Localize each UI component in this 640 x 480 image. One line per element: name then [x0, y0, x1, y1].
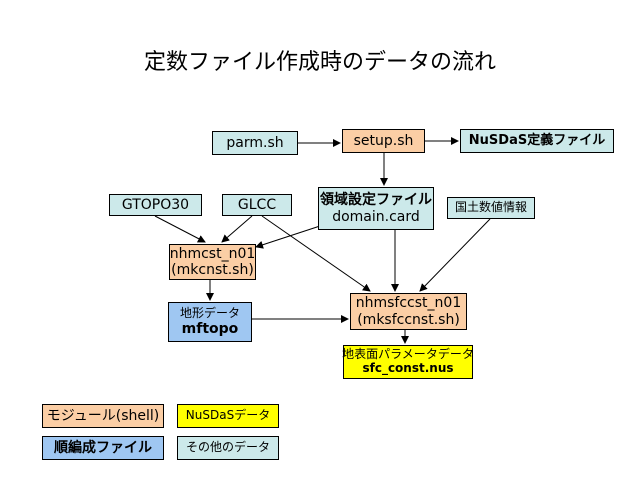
arrow-gtopo-to-nhmcst [154, 215, 206, 243]
node-parm-sh: parm.sh [212, 131, 298, 155]
node-nusdas-definition-file: NuSDaS定義ファイル [460, 129, 614, 153]
node-nhmsfccst-n01: nhmsfccst_n01 (mksfccnst.sh) [350, 293, 467, 330]
node-gtopo30: GTOPO30 [109, 194, 202, 216]
node-nusdas-definition-file-label: NuSDaS定義ファイル [468, 132, 606, 148]
node-setup-sh: setup.sh [342, 129, 425, 153]
legend-other-data-label: その他のデータ [185, 440, 270, 455]
node-sfc-const-nus-label-ja: 地表面パラメータデータ [342, 347, 474, 362]
arrow-glcc-to-nhmsfc [261, 215, 371, 292]
node-domain-card-label-ja: 領域設定ファイル [320, 192, 432, 209]
node-kokudo-suuchi-jouhou: 国土数値情報 [447, 197, 535, 219]
node-domain-card-label-file: domain.card [332, 208, 420, 225]
node-nhmsfccst-n01-label: nhmsfccst_n01 [355, 295, 462, 312]
legend-sequential-file: 順編成ファイル [42, 436, 164, 460]
node-nhmcst-n01-script: (mkcnst.sh) [171, 262, 254, 278]
arrow-glcc-to-nhmcst [221, 215, 253, 243]
arrow-domain-to-nhmcst [255, 225, 321, 249]
node-setup-sh-label: setup.sh [353, 132, 414, 149]
node-mftopo-label-ja: 地形データ [179, 306, 240, 321]
node-nhmsfccst-n01-script: (mksfccnst.sh) [357, 311, 460, 328]
node-kokudo-suuchi-jouhou-label: 国土数値情報 [454, 200, 527, 215]
node-parm-sh-label: parm.sh [226, 134, 284, 151]
node-glcc: GLCC [222, 194, 292, 216]
node-mftopo: 地形データ mftopo [168, 302, 252, 342]
legend-module: モジュール(shell) [42, 404, 164, 428]
legend-nusdas-data-label: NuSDaSデータ [185, 408, 271, 423]
node-nhmcst-n01-label: nhmcst_n01 [169, 245, 256, 262]
node-gtopo30-label: GTOPO30 [121, 196, 190, 213]
diagram-title: 定数ファイル作成時のデータの流れ [143, 50, 496, 75]
arrow-kokudo-to-nhmsfc [419, 218, 491, 292]
node-sfc-const-nus-label-file: sfc_const.nus [362, 361, 454, 375]
legend-other-data: その他のデータ [177, 436, 279, 460]
node-mftopo-label-file: mftopo [181, 320, 239, 337]
legend-sequential-file-label: 順編成ファイル [54, 439, 152, 456]
node-domain-card: 領域設定ファイル domain.card [318, 187, 434, 230]
legend-module-label: モジュール(shell) [46, 407, 160, 424]
node-sfc-const-nus: 地表面パラメータデータ sfc_const.nus [342, 345, 474, 379]
node-glcc-label: GLCC [237, 196, 277, 213]
legend-nusdas-data: NuSDaSデータ [177, 404, 279, 428]
node-nhmcst-n01: nhmcst_n01 (mkcnst.sh) [169, 244, 256, 280]
